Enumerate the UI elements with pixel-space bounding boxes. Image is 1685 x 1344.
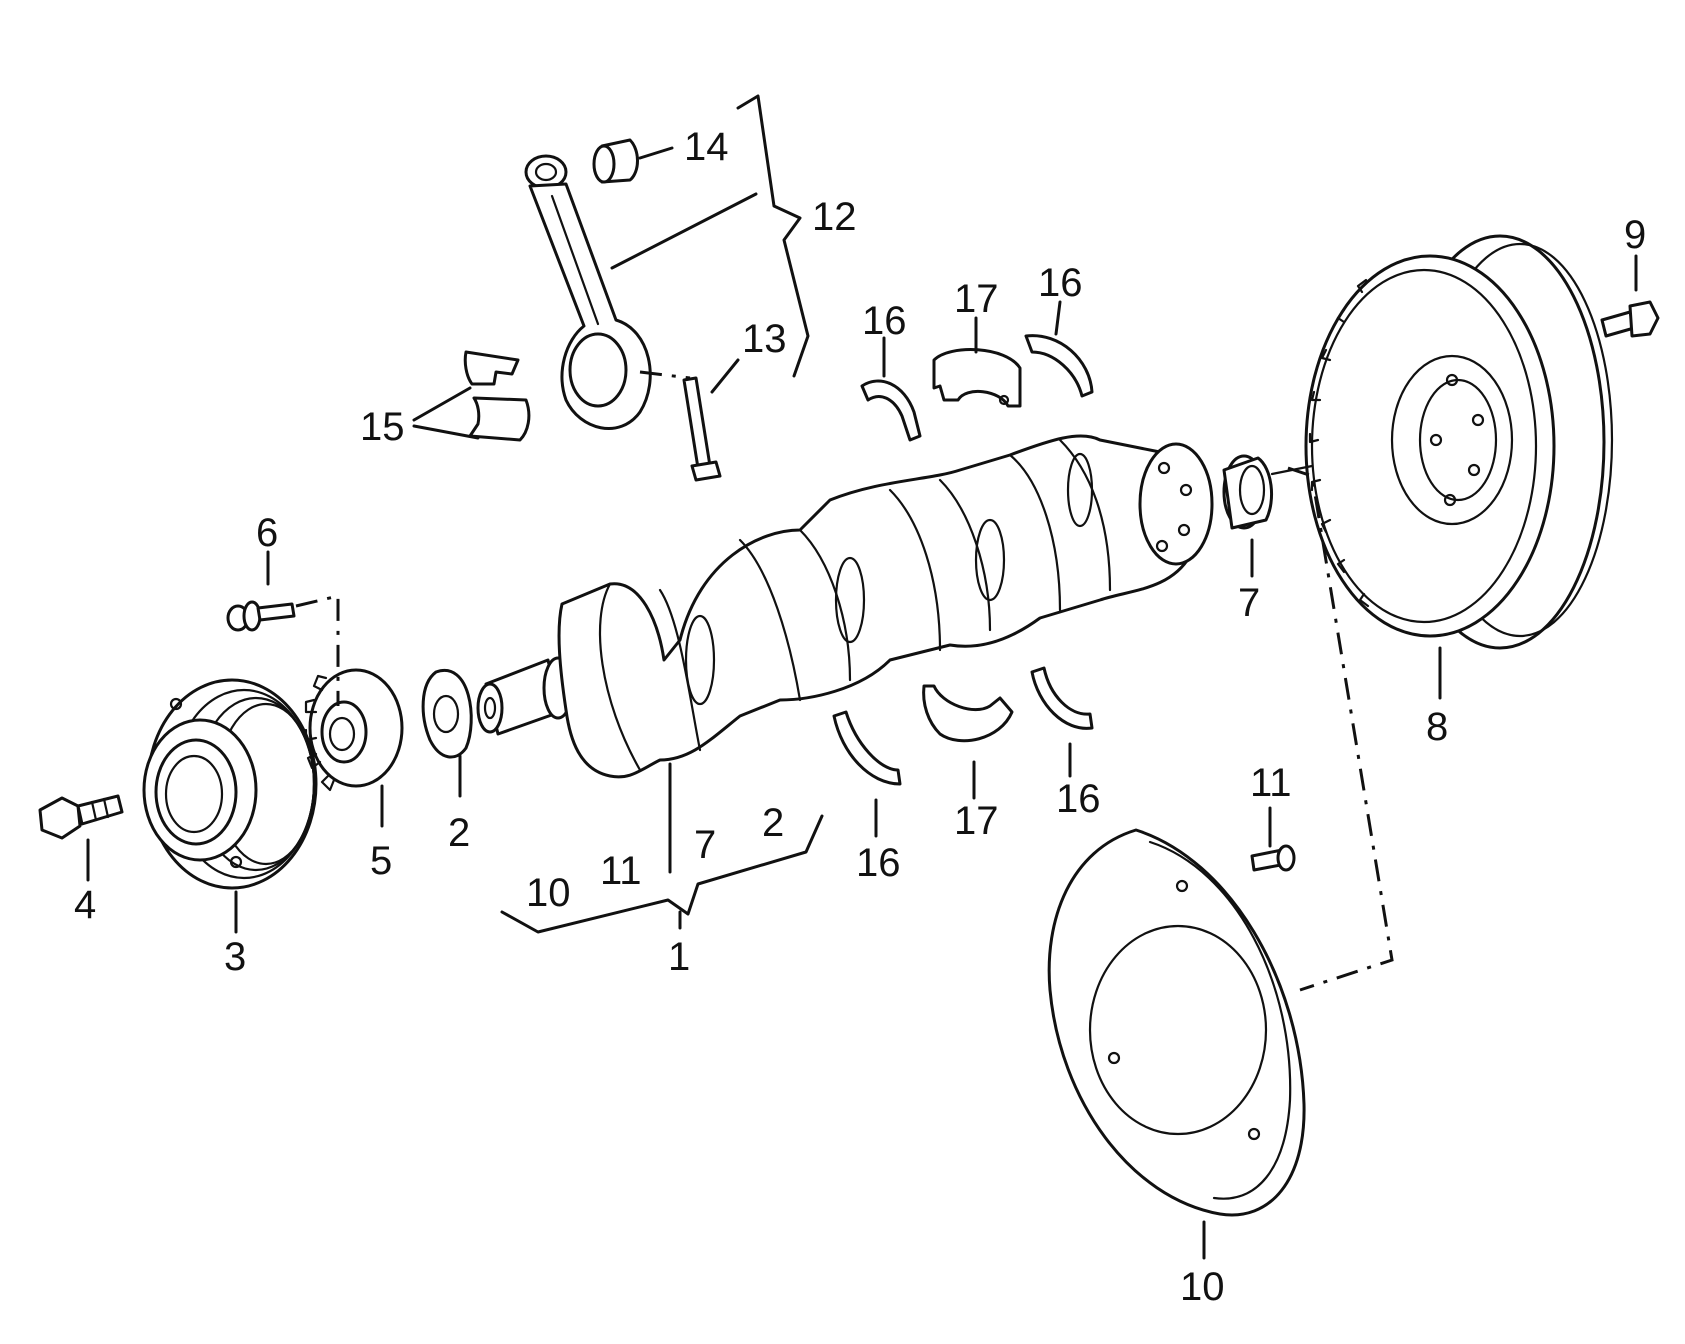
callout-2: 2 [762, 801, 784, 845]
thrust-washer-front [421, 668, 473, 759]
callout-labels: 1 2 2 3 4 5 6 7 7 8 9 10 10 11 11 11 12 … [74, 125, 1646, 1309]
crankshaft [476, 434, 1214, 779]
callout-16: 16 [1038, 261, 1083, 305]
flywheel [1304, 234, 1614, 650]
thrust-ring-top-left [860, 379, 922, 442]
conrod-bearing-shells [463, 350, 531, 442]
main-bearing-shell-top [932, 348, 1022, 408]
callout-14: 14 [684, 125, 729, 169]
plate-bolt [1250, 844, 1296, 872]
callout-12: 12 [812, 195, 857, 239]
leader-lines [86, 94, 1638, 1260]
callout-8: 8 [1426, 705, 1448, 749]
needle-bearing [1222, 454, 1273, 530]
conrod-bolt [682, 376, 722, 482]
callout-11: 11 [600, 849, 642, 893]
thrust-ring-bottom-right [1030, 666, 1094, 730]
belt-pulley [142, 678, 318, 890]
callout-4: 4 [74, 883, 96, 927]
callout-5: 5 [370, 839, 392, 883]
intermediate-plate [1047, 828, 1306, 1217]
pulley-bolt [38, 794, 124, 840]
callout-3: 3 [224, 935, 246, 979]
callout-15: 15 [360, 405, 405, 449]
callout-10: 10 [1180, 1265, 1225, 1309]
small-end-bushing [592, 138, 639, 184]
callout-1: 1 [668, 935, 690, 979]
callout-7: 7 [694, 823, 716, 867]
callout-2: 2 [448, 811, 470, 855]
connecting-rod [524, 154, 652, 430]
callout-16: 16 [1056, 777, 1101, 821]
sprocket-bolt [226, 600, 296, 632]
callout-17: 17 [954, 277, 999, 321]
main-bearing-shell-bottom [922, 684, 1014, 743]
thrust-ring-top-right [1024, 334, 1094, 398]
callout-16: 16 [856, 841, 901, 885]
callout-13: 13 [742, 317, 787, 361]
callout-6: 6 [256, 511, 278, 555]
callout-11: 11 [1250, 761, 1292, 805]
crankshaft-sprocket [304, 668, 404, 792]
thrust-ring-bottom-left [832, 710, 902, 786]
callout-17: 17 [954, 799, 999, 843]
flywheel-bolt [1600, 300, 1660, 338]
callout-9: 9 [1624, 213, 1646, 257]
callout-10: 10 [526, 871, 571, 915]
callout-7: 7 [1238, 581, 1260, 625]
callout-16: 16 [862, 299, 907, 343]
